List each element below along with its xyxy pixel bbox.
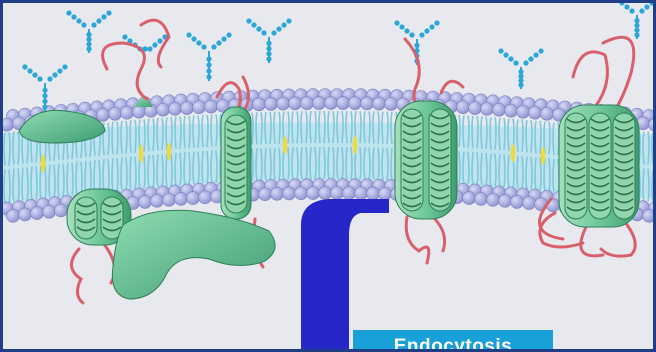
peripheral-protein-inner bbox=[112, 210, 275, 299]
endocytosis-label: Endocytosis bbox=[353, 330, 553, 352]
transmembrane-protein-3 bbox=[559, 105, 639, 227]
transmembrane-protein-2 bbox=[395, 101, 457, 219]
transmembrane-protein-1 bbox=[221, 107, 251, 219]
membrane-illustration bbox=[3, 3, 656, 352]
